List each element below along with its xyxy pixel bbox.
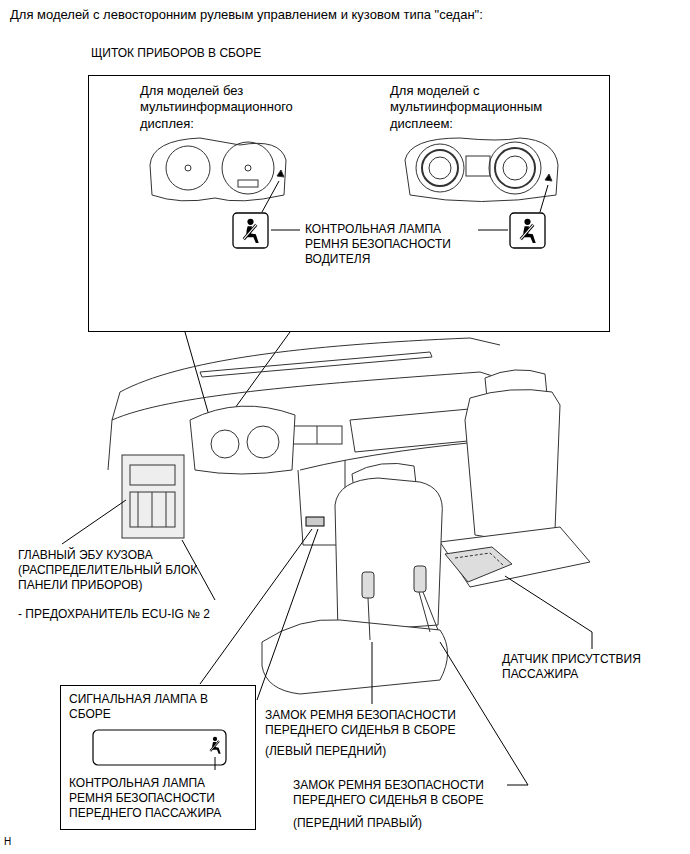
part-name: ДАТЧИК ПРИСУТСТВИЯ ПАССАЖИРА [502, 652, 667, 682]
frame-heading: ЩИТОК ПРИБОРОВ В СБОРЕ [91, 46, 261, 61]
passenger-seat-back [465, 390, 560, 539]
gauge-display [238, 180, 258, 187]
multi-display [466, 156, 490, 176]
defroster-slot [200, 352, 432, 377]
body-ecu-detail [152, 492, 153, 527]
variant-heading: Для моделей с мультиинформационным диспл… [390, 83, 555, 132]
gauge-dial [416, 144, 464, 192]
seatbelt-icon [521, 219, 536, 243]
gauge-ring [495, 148, 535, 188]
center-vent [292, 426, 342, 444]
callout-frame: ЩИТОК ПРИБОРОВ В СБОРЕДля моделей без му… [88, 75, 610, 332]
variant-heading: Для моделей без мультиинформационного ди… [140, 83, 305, 132]
frame-heading: СИГНАЛЬНАЯ ЛАМПА В СБОРЕ [69, 692, 239, 722]
instrument-cluster [190, 406, 295, 474]
icon-box [233, 213, 268, 248]
warning-mark [277, 170, 284, 177]
body-ecu-detail [166, 492, 167, 527]
glove-box [350, 408, 480, 452]
leader-line [271, 230, 300, 231]
gauge-hub [185, 165, 191, 171]
buckle-strap [419, 592, 438, 632]
gauge-ring [429, 157, 451, 179]
callout-frame: СИГНАЛЬНАЯ ЛАМПА В СБОРЕ КОНТРОЛЬНАЯ ЛАМП… [60, 685, 256, 830]
icon-box [510, 213, 545, 248]
part-name: КОНТРОЛЬНАЯ ЛАМПА РЕМНЯ БЕЗОПАСНОСТИ ВОД… [305, 222, 475, 267]
driver-seat-cushion [262, 620, 448, 694]
occupant-sensor [445, 547, 512, 582]
signal-lamp [306, 517, 324, 526]
leader-line [262, 181, 279, 212]
leader-line [372, 642, 373, 704]
buckle [362, 572, 374, 598]
body-ecu-detail [130, 465, 175, 485]
leader-line [215, 757, 216, 770]
buckle-strap [368, 598, 370, 640]
leader-line [505, 576, 592, 649]
windshield-base [120, 338, 500, 392]
lamp-illustration [69, 726, 247, 772]
body-ecu [122, 455, 184, 538]
cluster-outline [150, 138, 286, 201]
leader-line [62, 500, 126, 544]
part-name: (ПЕРЕДНИЙ ПРАВЫЙ) [293, 816, 422, 831]
leader-line [478, 230, 508, 231]
gauge-dial [222, 142, 274, 194]
body-ecu-detail [138, 492, 139, 527]
leader-line [185, 332, 212, 426]
gauge-dial [247, 426, 279, 458]
gauge-hub [245, 165, 251, 171]
part-name: - ПРЕДОХРАНИТЕЛЬ ECU-IG № 2 [18, 607, 235, 622]
title: Для моделей с левосторонним рулевым упра… [10, 7, 483, 23]
seatbelt-icon [210, 737, 220, 754]
dashboard-side [108, 392, 120, 470]
part-name: ГЛАВНЫЙ ЭБУ КУЗОВА (РАСПРЕДЕЛИТЕЛЬНЫЙ БЛ… [18, 548, 206, 593]
leader-line [257, 529, 318, 700]
body-ecu-detail [130, 492, 175, 527]
driver-seat-back [335, 478, 442, 632]
gauge-ring [503, 156, 527, 180]
leader-line [200, 529, 312, 684]
part-name: КОНТРОЛЬНАЯ ЛАМПА РЕМНЯ БЕЗОПАСНОСТИ ПЕР… [69, 776, 247, 821]
gauge-dial [489, 142, 541, 194]
lamp-housing [93, 730, 226, 765]
figure-code: H [4, 836, 11, 849]
leader-line [540, 185, 548, 212]
gauge-dial [166, 146, 210, 190]
warning-mark [545, 174, 552, 181]
gauge-ring [422, 150, 458, 186]
gauge-dial [211, 430, 239, 458]
buckle [414, 566, 426, 592]
part-name: ЗАМОК РЕМНЯ БЕЗОПАСНОСТИ ПЕРЕДНЕГО СИДЕН… [265, 708, 495, 738]
occupant-sensor [455, 553, 503, 565]
part-name: ЗАМОК РЕМНЯ БЕЗОПАСНОСТИ ПЕРЕДНЕГО СИДЕН… [293, 778, 523, 808]
part-name: (ЛЕВЫЙ ПЕРЕДНИЙ) [265, 744, 386, 759]
dashboard-top [112, 372, 505, 420]
seatbelt-icon [244, 219, 259, 243]
cluster-outline [405, 138, 558, 202]
center-vent [317, 426, 318, 444]
passenger-seat-cushion [440, 527, 590, 587]
